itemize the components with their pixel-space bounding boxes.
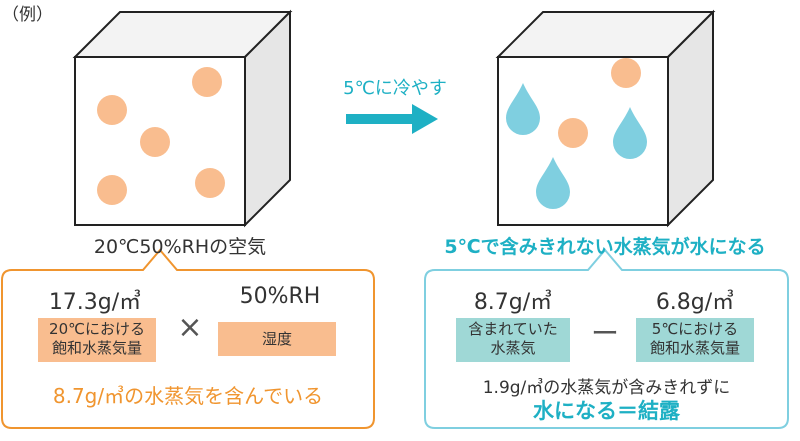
water-droplet-icon: [613, 107, 647, 159]
contained-value: 8.7g/㎥: [473, 290, 553, 315]
multiply-sign: ×: [177, 310, 203, 345]
vapor-particle: [611, 58, 641, 88]
contained-tag-line2: 水蒸気: [490, 339, 536, 357]
right-result-line2: 水になる＝結露: [533, 399, 680, 423]
water-droplets: [506, 83, 647, 209]
water-droplet-icon: [506, 83, 540, 135]
cooling-arrow: [346, 104, 438, 134]
left-result: 8.7g/㎥の水蒸気を含んでいる: [52, 384, 324, 408]
left-callout-border: [1, 248, 375, 429]
vapor-particle: [558, 118, 588, 148]
water-vapor-particles-right: [558, 58, 641, 148]
vapor-particle: [97, 95, 127, 125]
water-vapor-particles-left: [97, 67, 225, 205]
minus-sign: ー: [590, 317, 619, 350]
saturation-tag-20c-line2: 飽和水蒸気量: [51, 339, 142, 357]
example-label: （例）: [2, 5, 53, 25]
arrow-label: 5℃に冷やす: [343, 78, 447, 99]
saturation-tag-5c: 5℃における 飽和水蒸気量: [636, 318, 754, 362]
left-box-caption: 20℃50%RHの空気: [93, 236, 267, 258]
saturation-tag-5c-line2: 飽和水蒸気量: [649, 339, 740, 357]
contained-tag-line1: 含まれていた: [468, 320, 558, 338]
saturation-value-5c: 6.8g/㎥: [655, 290, 735, 315]
saturation-tag-20c: 20℃における 飽和水蒸気量: [38, 318, 156, 362]
vapor-particle: [97, 175, 127, 205]
vapor-particle: [195, 168, 225, 198]
right-callout-border: [424, 248, 789, 429]
humidity-value: 50%RH: [239, 284, 321, 309]
right-result-line1: 1.9g/㎥の水蒸気が含みきれずに: [482, 378, 731, 398]
humidity-tag: 湿度: [218, 322, 336, 356]
right-box-caption: 5℃で含みきれない水蒸気が水になる: [444, 236, 766, 258]
vapor-particle: [140, 127, 170, 157]
saturation-tag-5c-line1: 5℃における: [651, 320, 739, 338]
contained-tag: 含まれていた 水蒸気: [456, 318, 570, 362]
vapor-particle: [192, 67, 222, 97]
saturation-tag-20c-line1: 20℃における: [49, 320, 145, 338]
saturation-value-20c: 17.3g/㎥: [48, 290, 142, 315]
water-droplet-icon: [536, 157, 570, 209]
